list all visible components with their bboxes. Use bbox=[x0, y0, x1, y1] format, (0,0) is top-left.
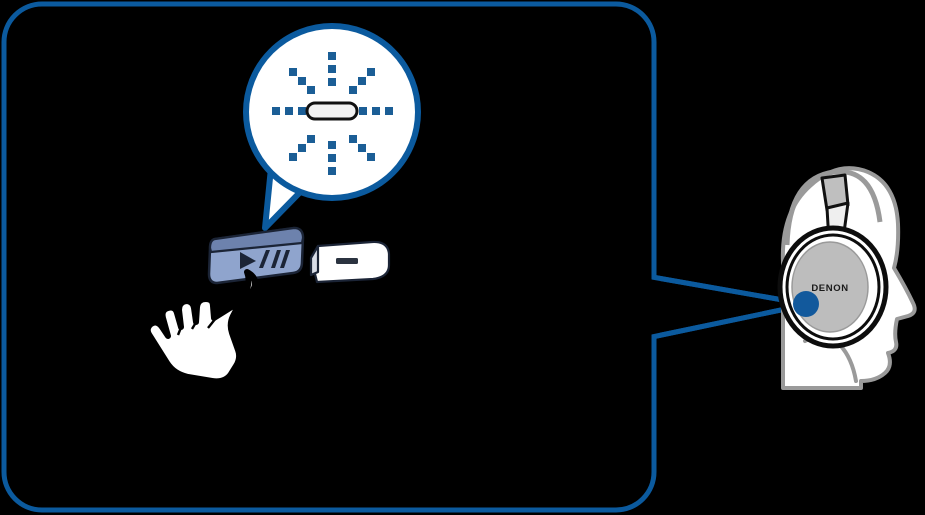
ray-dash bbox=[349, 135, 357, 143]
ray-dash bbox=[272, 107, 280, 115]
ray-dash bbox=[367, 68, 375, 76]
headband-outline bbox=[784, 169, 883, 246]
ray-dash bbox=[328, 65, 336, 73]
ray-dash bbox=[285, 107, 293, 115]
denon-brand-label: DENON bbox=[811, 283, 848, 294]
ray-dash bbox=[358, 144, 366, 152]
slash-divider-icon bbox=[259, 250, 270, 268]
play-icon bbox=[240, 252, 256, 269]
minus-button-side bbox=[309, 244, 320, 277]
pointing-hand-cursor bbox=[144, 269, 259, 385]
ray-dash bbox=[328, 52, 336, 60]
minus-button[interactable] bbox=[309, 240, 391, 284]
ray-dash bbox=[359, 107, 367, 115]
panel-border-gap bbox=[646, 279, 660, 335]
cursor-crease bbox=[190, 318, 200, 330]
panel-border bbox=[1, 1, 657, 513]
ray-dash bbox=[298, 107, 306, 115]
headphone-on-head: DENON bbox=[777, 166, 917, 390]
ray-dash bbox=[385, 107, 393, 115]
ray-dash bbox=[298, 144, 306, 152]
ray-dash bbox=[298, 77, 306, 85]
ray-dash bbox=[307, 135, 315, 143]
ray-dash bbox=[349, 86, 357, 94]
cursor-hand-shape bbox=[144, 269, 259, 385]
cursor-crease bbox=[176, 324, 184, 336]
connector-line-upper-overlay bbox=[651, 274, 801, 306]
minus-icon bbox=[336, 258, 358, 264]
ray-dash bbox=[307, 86, 315, 94]
connector-line-lower-overlay bbox=[651, 303, 801, 340]
pause-bar-left-icon bbox=[271, 250, 281, 268]
ray-dash bbox=[289, 153, 297, 161]
led-status-callout bbox=[243, 23, 421, 231]
ray-dash bbox=[328, 154, 336, 162]
ray-dash bbox=[372, 107, 380, 115]
ray-dash bbox=[328, 78, 336, 86]
connection-node bbox=[793, 291, 819, 317]
instruction-panel bbox=[1, 1, 801, 513]
pause-bar-right-icon bbox=[280, 250, 290, 268]
ray-dash bbox=[328, 141, 336, 149]
ray-dash bbox=[367, 153, 375, 161]
play-pause-button[interactable] bbox=[207, 226, 305, 285]
ray-dash bbox=[328, 167, 336, 175]
ray-dash bbox=[358, 77, 366, 85]
led-indicator bbox=[305, 101, 359, 121]
play-pause-bevel bbox=[208, 226, 305, 254]
blink-rays bbox=[272, 52, 393, 175]
ray-dash bbox=[289, 68, 297, 76]
cursor-crease bbox=[207, 317, 217, 329]
inline-remote-control bbox=[207, 226, 391, 285]
